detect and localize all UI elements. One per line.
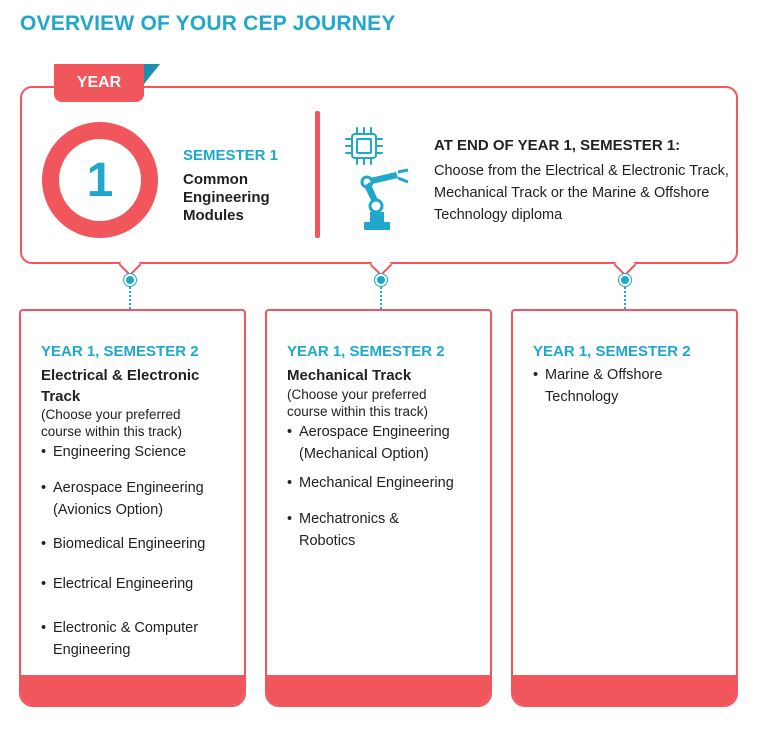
card-track-title: Electrical & Electronic Track: [41, 367, 200, 405]
card-track-title: Mechanical Track: [287, 367, 412, 384]
card-footer: [267, 675, 490, 705]
semester1-body: Common Engineering Modules: [183, 171, 270, 224]
card-heading: YEAR 1, SEMESTER 2: [41, 343, 199, 360]
connector-dot: [619, 274, 631, 286]
list-item: Biomedical Engineering: [41, 533, 236, 555]
list-item: Marine & Offshore Technology: [533, 364, 698, 408]
list-item: Electrical Engineering: [41, 573, 236, 595]
connector-line: [624, 284, 626, 309]
robot-arm-icon: [360, 168, 409, 230]
list-item: Electronic & Computer Engineering: [41, 617, 221, 661]
list-item: Mechanical Engineering: [287, 472, 482, 494]
end-of-year-body: Choose from the Electrical & Electronic …: [434, 163, 729, 223]
card-note: (Choose your preferred course within thi…: [41, 407, 183, 439]
semester1-heading: SEMESTER 1: [183, 147, 279, 164]
year-tab: YEAR: [54, 64, 144, 102]
year-tab-fold: [144, 64, 160, 84]
track-card-mechanical: YEAR 1, SEMESTER 2 Mechanical Track (Cho…: [265, 309, 492, 707]
connector-dot: [375, 274, 387, 286]
microchip-icon: [345, 127, 383, 165]
end-of-year-heading: AT END OF YEAR 1, SEMESTER 1:: [434, 137, 681, 154]
card-footer: [21, 675, 244, 705]
card-note: (Choose your preferred course within thi…: [287, 387, 429, 419]
year-number-badge: 1: [42, 122, 158, 238]
connector-dot: [124, 274, 136, 286]
list-item: Mechatronics & Robotics: [287, 508, 437, 552]
card-heading: YEAR 1, SEMESTER 2: [287, 343, 445, 360]
page-title: OVERVIEW OF YOUR CEP JOURNEY: [20, 12, 396, 35]
track-card-marine: YEAR 1, SEMESTER 2 Marine & Offshore Tec…: [511, 309, 738, 707]
track-card-electrical: YEAR 1, SEMESTER 2 Electrical & Electron…: [19, 309, 246, 707]
list-item: Aerospace Engineering (Avionics Option): [41, 477, 231, 521]
list-item: Engineering Science: [41, 441, 236, 463]
card-heading: YEAR 1, SEMESTER 2: [533, 343, 691, 360]
year-number: 1: [59, 139, 141, 221]
card-footer: [513, 675, 736, 705]
divider: [315, 111, 320, 238]
connector-line: [129, 284, 131, 309]
list-item: Aerospace Engineering (Mechanical Option…: [287, 421, 477, 465]
connector-line: [380, 284, 382, 309]
